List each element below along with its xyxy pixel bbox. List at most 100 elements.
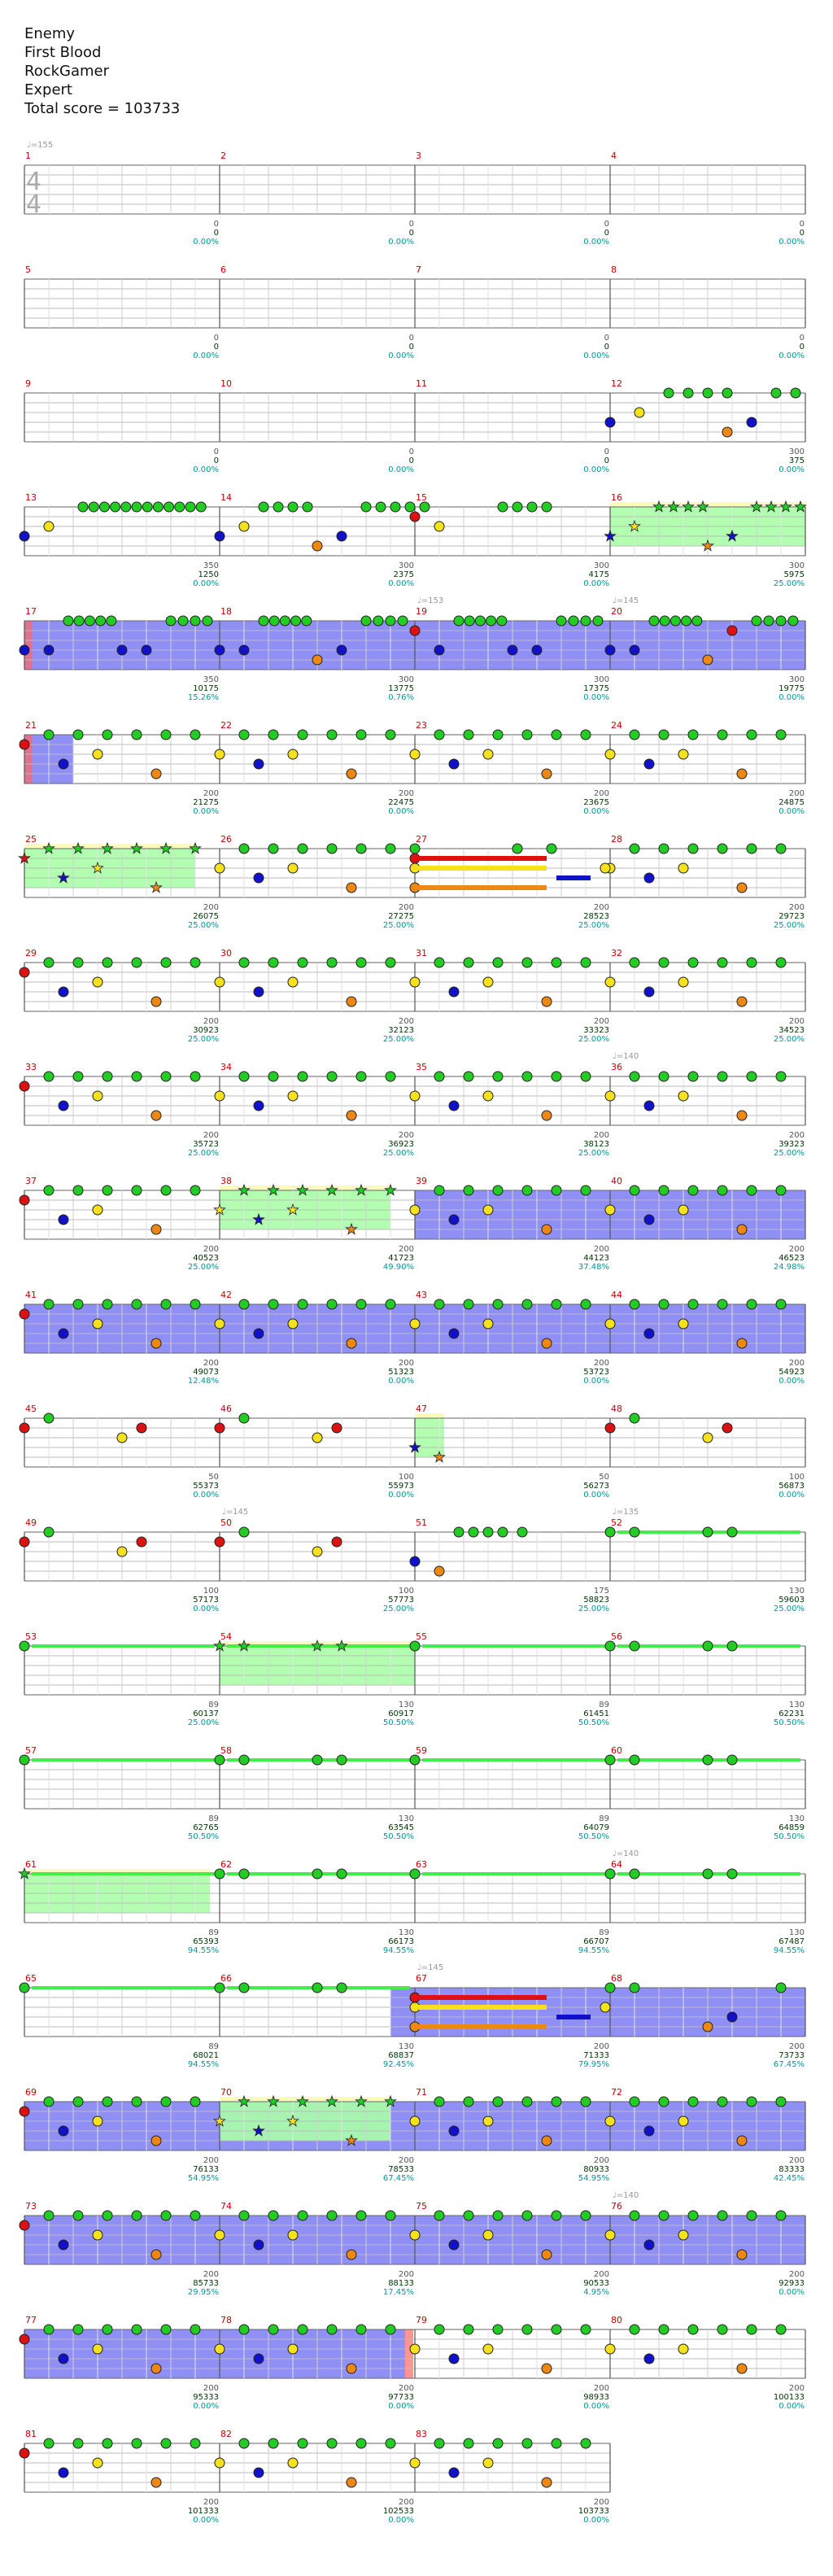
blue-note: [448, 1214, 460, 1225]
overdrive-percent: 0.00%: [193, 238, 219, 247]
green-note: [492, 2210, 504, 2221]
measure-points: 200: [789, 1359, 805, 1368]
green-star-note: [238, 1639, 251, 1652]
running-score: 64079: [583, 1823, 609, 1832]
measure-points: 200: [789, 2384, 805, 2393]
measure-points: 0: [604, 334, 609, 343]
green-star-note: [325, 1183, 338, 1196]
measure-points: 300: [594, 675, 609, 684]
running-score: 56273: [583, 1482, 609, 1491]
measure-number: 62: [220, 1859, 232, 1870]
orange-note: [541, 2363, 552, 2374]
overdrive-percent: 0.00%: [193, 579, 219, 588]
overdrive-percent: 92.45%: [383, 2060, 414, 2069]
red-note: [136, 1536, 147, 1548]
running-score: 28523: [583, 912, 609, 921]
measure-number: 31: [416, 948, 427, 958]
orange-note: [346, 768, 357, 779]
measure-points: 200: [203, 1017, 219, 1026]
measure-number: 69: [25, 2087, 37, 2098]
running-score: 67487: [778, 1937, 805, 1946]
orange-note: [150, 2363, 162, 2374]
overdrive-percent: 0.00%: [583, 1377, 609, 1386]
green-note: [658, 957, 669, 968]
running-score: 29723: [778, 912, 805, 921]
green-note: [746, 1299, 757, 1310]
green-note: [120, 501, 132, 513]
green-note: [659, 615, 670, 627]
yellow-note: [702, 1432, 713, 1443]
yellow-note: [92, 2343, 103, 2355]
measure-points: 200: [399, 2498, 414, 2507]
green-note: [326, 1299, 338, 1310]
tempo-marker: ♩=140: [613, 1849, 639, 1858]
measure-points: 200: [399, 789, 414, 798]
measure-number: 47: [416, 1404, 427, 1414]
measure-points: 200: [203, 2498, 219, 2507]
green-note: [770, 387, 782, 399]
green-note: [326, 2210, 338, 2221]
red-note: [409, 511, 421, 522]
green-note: [629, 2096, 640, 2107]
running-score: 10175: [193, 684, 219, 693]
overdrive-percent: 17.45%: [383, 2288, 414, 2297]
green-note: [190, 615, 201, 627]
red-note: [19, 2447, 30, 2459]
measure-points: 200: [789, 1017, 805, 1026]
green-note: [102, 729, 113, 740]
overdrive-percent: 0.00%: [583, 2516, 609, 2525]
green-note: [174, 501, 185, 513]
yellow-note: [214, 1090, 225, 1102]
green-note: [102, 1071, 113, 1082]
green-star-note: [72, 841, 85, 854]
yellow-note: [604, 2343, 616, 2355]
yellow-note: [116, 1546, 128, 1557]
blue-star-note: [408, 1440, 421, 1453]
measure-number: 45: [25, 1404, 37, 1414]
green-note: [268, 729, 279, 740]
running-score: 51323: [388, 1368, 414, 1377]
orange-note: [346, 996, 357, 1007]
blue-note: [253, 758, 264, 770]
running-score: 49073: [193, 1368, 219, 1377]
green-note: [160, 2096, 172, 2107]
blue-note: [253, 1100, 264, 1111]
red-note: [19, 1536, 30, 1548]
green-note: [521, 1185, 533, 1196]
green-note: [160, 1185, 172, 1196]
measure-points: 200: [399, 2384, 414, 2393]
measure-number: 72: [611, 2087, 622, 2098]
overdrive-percent: 67.45%: [774, 2060, 805, 2069]
green-note: [238, 2324, 250, 2335]
green-note: [492, 729, 504, 740]
running-score: 17375: [583, 684, 609, 693]
green-note: [629, 1071, 640, 1082]
overdrive-percent: 24.98%: [774, 1263, 805, 1272]
measure-number: 41: [25, 1290, 37, 1300]
running-score: 97733: [388, 2393, 414, 2402]
tempo-marker: ♩=140: [613, 2191, 639, 2200]
blue-note: [253, 872, 264, 884]
measure-number: 79: [416, 2315, 427, 2325]
green-note: [302, 501, 313, 513]
measure-number: 63: [416, 1859, 427, 1870]
green-note: [726, 1754, 738, 1766]
overdrive-percent: 0.00%: [778, 1377, 805, 1386]
yellow-note: [409, 2457, 421, 2469]
orange-note: [736, 996, 748, 1007]
green-star-note: [18, 1867, 31, 1880]
green-note: [268, 843, 279, 854]
green-note: [409, 1640, 421, 1652]
green-note: [385, 2324, 396, 2335]
orange-note: [541, 996, 552, 1007]
measure-number: 27: [416, 834, 427, 845]
overdrive-percent: 0.00%: [778, 1491, 805, 1500]
blue-note: [746, 417, 757, 428]
solo-marker: [220, 1185, 390, 1190]
overdrive-percent: 0.76%: [388, 693, 414, 702]
orange-note: [736, 2249, 748, 2260]
green-note: [72, 2096, 84, 2107]
green-star-note: [384, 1183, 397, 1196]
orange-note: [736, 768, 748, 779]
overdrive-percent: 25.00%: [383, 1149, 414, 1158]
